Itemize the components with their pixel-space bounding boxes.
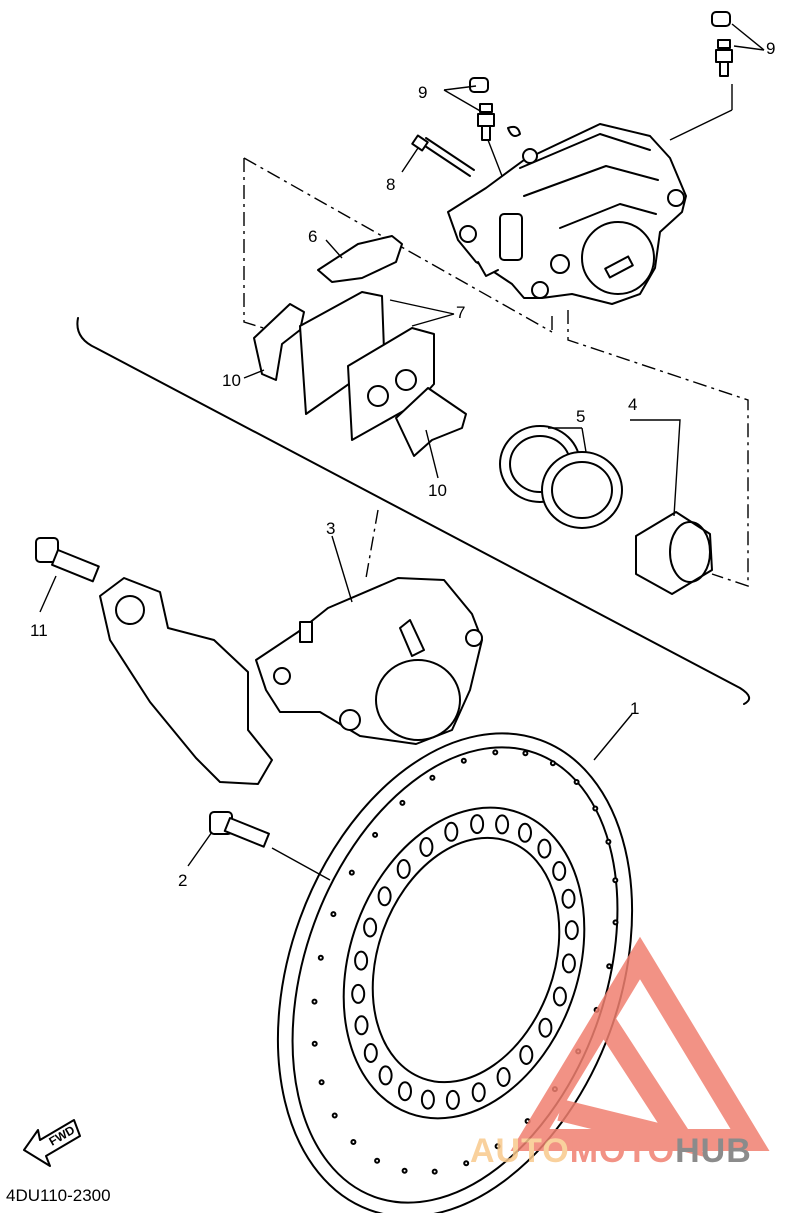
- callout-7: 7: [456, 303, 465, 322]
- disc-hole: [538, 1017, 553, 1038]
- disc-hole: [592, 805, 599, 812]
- caliper-top: [447, 123, 687, 305]
- disc-hole: [445, 1089, 460, 1110]
- bracket-hole: [115, 595, 145, 625]
- disc-hole: [398, 1081, 412, 1102]
- disc-hole: [429, 774, 436, 781]
- leader-lines: [39, 23, 765, 881]
- disc-hole: [492, 749, 499, 756]
- disc-hole: [444, 821, 459, 842]
- watermark-part-3: HUB: [675, 1132, 752, 1170]
- disc-hole: [377, 886, 392, 907]
- disc-hole: [552, 986, 567, 1007]
- disc-hole: [494, 1143, 501, 1150]
- disc-hole: [470, 814, 485, 835]
- disc-hole: [518, 822, 532, 843]
- disc-hole: [471, 1082, 486, 1103]
- brake-pads: [253, 291, 467, 457]
- disc-hole: [348, 869, 355, 876]
- disc-hole: [573, 779, 580, 785]
- bracket-bolt: [35, 537, 100, 583]
- pad-pin: [411, 134, 475, 177]
- disc-hole: [399, 799, 406, 806]
- callout-10a: 10: [222, 371, 241, 390]
- disc-hole: [612, 877, 619, 884]
- disc-hole: [549, 760, 556, 767]
- disc-hole: [378, 1065, 393, 1086]
- disc-hole: [561, 953, 576, 974]
- assembly-boundary-lines: [243, 157, 749, 587]
- disc-hole: [522, 750, 529, 757]
- disc-bolt: [209, 811, 270, 848]
- disc-hole: [330, 911, 337, 918]
- disc-hole: [351, 983, 366, 1004]
- callout-9b: 9: [418, 83, 427, 102]
- disc-hole: [419, 837, 434, 857]
- diagram-code: 4DU110-2300: [6, 1186, 111, 1205]
- pad-spring: [317, 235, 403, 283]
- disc-hole: [354, 950, 369, 971]
- caliper-bracket: [99, 577, 273, 785]
- disc-hole: [605, 838, 612, 845]
- disc-hole: [372, 831, 379, 838]
- panel-outline: [76, 317, 751, 705]
- bleed-screw-parts: [469, 11, 733, 164]
- piston-parts: [499, 425, 713, 595]
- disc-hole: [495, 814, 510, 835]
- forward-arrow: FWD: [23, 1119, 81, 1167]
- callout-5: 5: [576, 407, 585, 426]
- caliper-lower: [255, 577, 483, 745]
- svg-text:AUTOMOTOHUB: AUTOMOTOHUB: [470, 1132, 752, 1170]
- disc-hole: [612, 919, 619, 926]
- disc-hole: [318, 1079, 325, 1086]
- disc-hole: [331, 1112, 338, 1119]
- disc-hole: [354, 1015, 369, 1036]
- disc-hole: [363, 1043, 378, 1063]
- disc-hole: [519, 1045, 534, 1065]
- disc-hole: [564, 920, 579, 941]
- disc-hole: [460, 757, 467, 764]
- disc-hole: [431, 1168, 438, 1175]
- callout-1: 1: [630, 699, 639, 718]
- callout-2: 2: [178, 871, 187, 890]
- disc-hole: [463, 1160, 470, 1167]
- watermark-logo: AUTOMOTOHUB: [470, 936, 770, 1170]
- watermark-part-2: MOTO: [570, 1132, 675, 1170]
- disc-hole: [552, 861, 567, 881]
- disc-hole: [606, 963, 613, 970]
- callout-4: 4: [628, 395, 637, 414]
- callout-8: 8: [386, 175, 395, 194]
- callout-11: 11: [30, 621, 48, 640]
- disc-hole: [396, 859, 411, 879]
- disc-hole: [561, 888, 576, 909]
- callout-3: 3: [326, 519, 335, 538]
- callout-10b: 10: [428, 481, 447, 500]
- disc-hole: [350, 1139, 357, 1145]
- disc-hole: [311, 1040, 318, 1047]
- disc-hole: [317, 954, 324, 961]
- disc-hole: [401, 1167, 408, 1174]
- disc-hole: [311, 998, 318, 1005]
- watermark-part-1: AUTO: [470, 1132, 570, 1170]
- callout-9a: 9: [766, 39, 775, 58]
- disc-hole: [537, 838, 552, 859]
- disc-hole: [374, 1157, 381, 1164]
- callouts: 1 2 3 4 5 6 7 8 9 9 10 10 11: [30, 39, 775, 890]
- callout-6: 6: [308, 227, 317, 246]
- disc-hole: [496, 1067, 511, 1087]
- disc-hole: [363, 917, 378, 938]
- disc-hole: [420, 1089, 435, 1110]
